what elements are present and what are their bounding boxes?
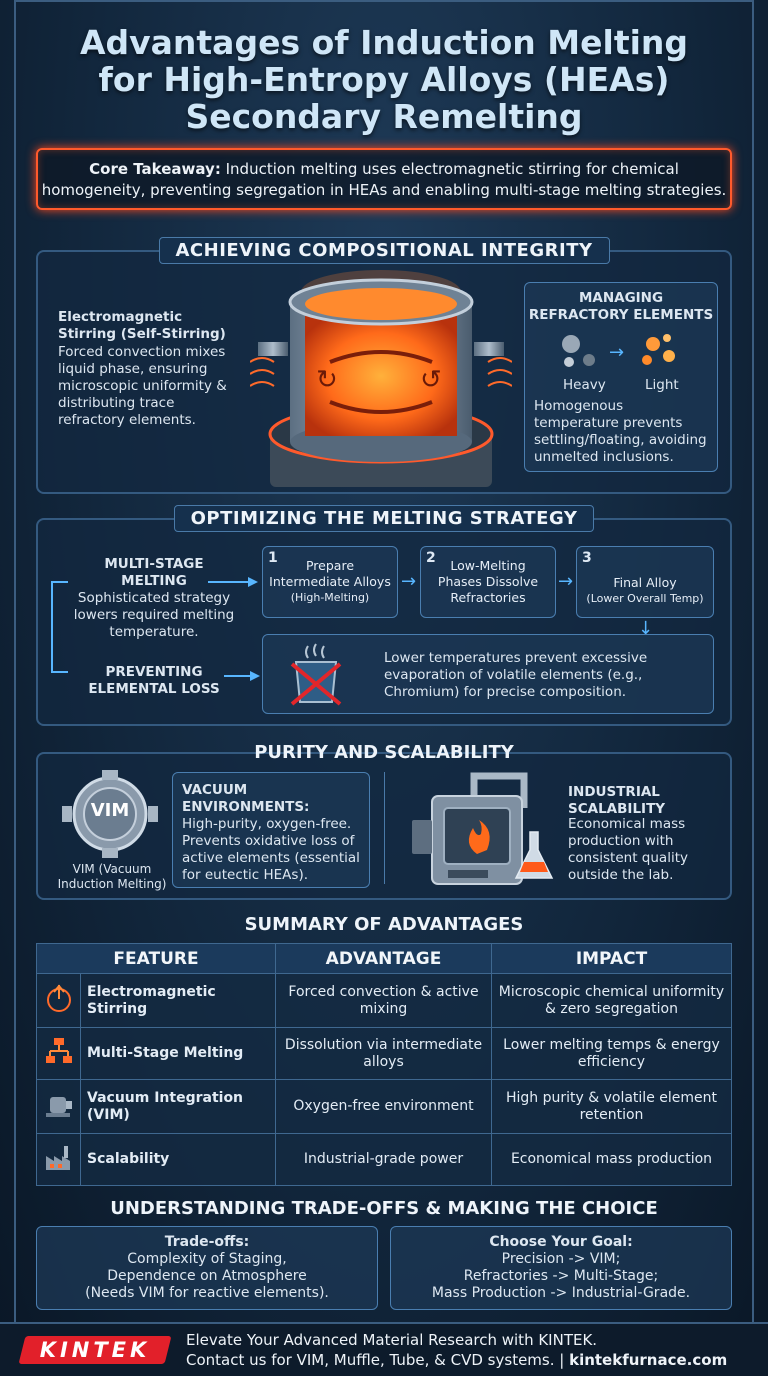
feature-cell: Electromagnetic Stirring <box>80 973 276 1028</box>
section-heading: UNDERSTANDING TRADE-OFFS & MAKING THE CH… <box>110 1198 658 1219</box>
advantage-cell: Forced convection & active mixing <box>275 973 492 1028</box>
heavy-light-particles-icon: → <box>562 334 675 367</box>
title-line: for High-Entropy Alloys (HEAs) <box>98 60 670 99</box>
table-row: Scalability Industrial-grade power Econo… <box>36 1133 732 1186</box>
tradeoffs-text: Trade-offs: Complexity of Staging,Depend… <box>85 1234 329 1301</box>
impact-cell: Economical mass production <box>491 1133 732 1186</box>
table-row: Vacuum Integration (VIM) Oxygen-free env… <box>36 1079 732 1134</box>
advantage-cell: Oxygen-free environment <box>275 1079 492 1134</box>
impact-cell: Microscopic chemical uniformity & zero s… <box>491 973 732 1028</box>
table-row: Multi-Stage Melting Dissolution via inte… <box>36 1027 732 1080</box>
vacuum-box <box>172 772 370 888</box>
takeaway-text: Induction melting uses electromagnetic s… <box>220 160 679 178</box>
step-3-text: Final Alloy(Lower Overall Temp) <box>586 575 704 605</box>
title-line: Secondary Remelting <box>185 97 583 136</box>
section-heading: ACHIEVING COMPOSITIONAL INTEGRITY <box>0 237 768 264</box>
table-header-row: FEATURE ADVANTAGE IMPACT <box>36 943 732 974</box>
page-title: Advantages of Induction Melting for High… <box>0 24 768 135</box>
flow-connector-lines <box>51 577 260 681</box>
step-number: 3 <box>582 550 592 566</box>
footer-text: Elevate Your Advanced Material Research … <box>186 1331 728 1369</box>
step-number: 2 <box>426 550 436 566</box>
tradeoffs-box <box>36 1226 378 1310</box>
summary-table: FEATURE ADVANTAGE IMPACT Electromagnetic… <box>36 943 732 1186</box>
website-link[interactable]: kintekfurnace.com <box>569 1351 728 1369</box>
no-evaporation-icon <box>290 643 342 706</box>
column-header: FEATURE <box>36 943 276 974</box>
table-row: Electromagnetic Stirring Forced convecti… <box>36 973 732 1028</box>
flowchart-icon <box>36 1027 81 1080</box>
section-heading: PURITY AND SCALABILITY <box>254 742 514 763</box>
advantage-cell: Industrial-grade power <box>275 1133 492 1186</box>
refractory-box <box>524 282 718 472</box>
heavy-label: Heavy <box>563 377 606 393</box>
feature-cell: Vacuum Integration (VIM) <box>80 1079 276 1134</box>
step-number: 1 <box>268 550 278 566</box>
industrial-furnace-icon <box>412 772 554 885</box>
factory-icon <box>36 1133 81 1186</box>
takeaway-text: homogeneity, preventing segregation in H… <box>41 181 727 199</box>
advantage-cell: Dissolution via intermediate alloys <box>275 1027 492 1080</box>
core-takeaway-box: Core Takeaway: Induction melting uses el… <box>36 148 732 210</box>
impact-cell: Lower melting temps & energy efficiency <box>491 1027 732 1080</box>
feature-cell: Multi-Stage Melting <box>80 1027 276 1080</box>
stirring-icon <box>36 973 81 1028</box>
arrow-icon: → <box>558 571 574 592</box>
pump-icon <box>36 1079 81 1134</box>
svg-text:→: → <box>609 342 624 363</box>
svg-text:↺: ↺ <box>420 365 442 395</box>
vim-badge: VIM <box>90 800 130 821</box>
column-header: ADVANTAGE <box>275 943 492 974</box>
section-heading: OPTIMIZING THE MELTING STRATEGY <box>0 505 768 532</box>
kintek-logo[interactable]: KINTEK <box>18 1336 172 1364</box>
takeaway-label: Core Takeaway: <box>89 160 221 178</box>
feature-cell: Scalability <box>80 1133 276 1186</box>
light-label: Light <box>645 377 679 393</box>
vacuum-body: High-purity, oxygen-free.Prevents oxidat… <box>182 816 360 883</box>
section-heading: SUMMARY OF ADVANTAGES <box>244 914 524 935</box>
arrow-down-icon: ↓ <box>638 618 654 639</box>
title-line: Advantages of Induction Melting <box>79 23 689 62</box>
page-frame <box>14 0 754 1322</box>
choose-goal-text: Choose Your Goal: Precision -> VIM;Refra… <box>431 1234 691 1301</box>
step-3-box <box>576 546 714 618</box>
impact-cell: High purity & volatile element retention <box>491 1079 732 1134</box>
step-1-box <box>262 546 398 618</box>
footer: KINTEK Elevate Your Advanced Material Re… <box>0 1322 768 1376</box>
crucible-illustration: ↻ ↺ <box>250 270 512 487</box>
step-2-box <box>420 546 556 618</box>
vim-chamber-icon <box>62 770 158 858</box>
column-header: IMPACT <box>491 943 732 974</box>
arrow-icon: → <box>401 571 417 592</box>
choose-goal-box <box>390 1226 732 1310</box>
svg-text:↻: ↻ <box>316 365 338 395</box>
divider <box>384 772 385 884</box>
